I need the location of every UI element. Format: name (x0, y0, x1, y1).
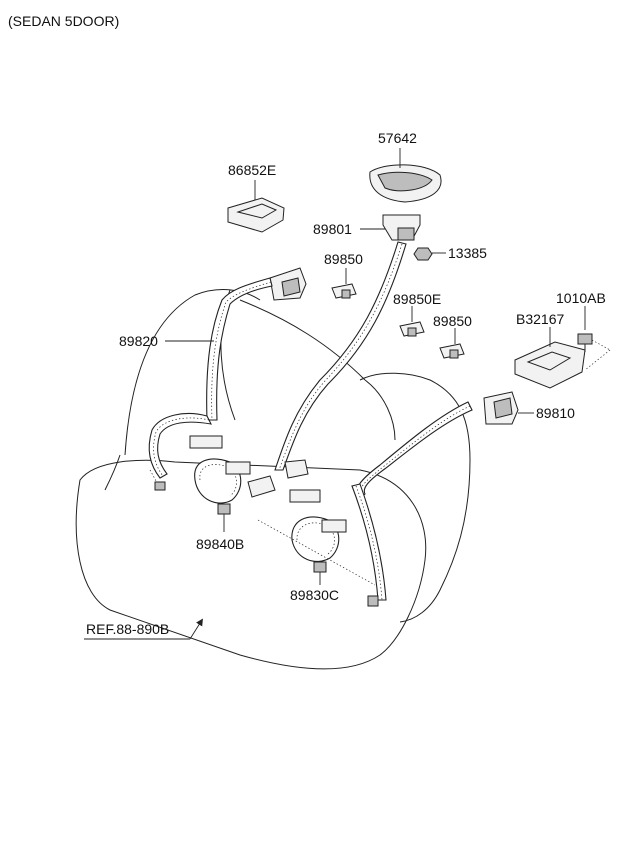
label-89830C: 89830C (290, 587, 339, 603)
label-89801: 89801 (313, 221, 352, 237)
label-89840B: 89840B (196, 536, 244, 552)
part-89830C-buckle[interactable]: 89830C (289, 489, 347, 603)
part-89801-center-belt[interactable]: 89801 (247, 214, 421, 498)
part-57642-cover[interactable]: 57642 (369, 130, 442, 203)
label-89850E: 89850E (393, 291, 441, 307)
part-89850-bolt-lower[interactable]: 89850 (433, 313, 472, 359)
part-89850-bolt-upper[interactable]: 89850 (324, 251, 363, 299)
diagram-title: (SEDAN 5DOOR) (8, 13, 119, 29)
label-B32167: B32167 (516, 311, 564, 327)
part-89840B-buckle[interactable]: 89840B (189, 435, 251, 552)
part-89810-right-belt[interactable]: 89810 (351, 391, 575, 601)
label-89850-a: 89850 (324, 251, 363, 267)
label-89820: 89820 (119, 333, 158, 349)
reference-label: REF.88-890B (86, 621, 169, 637)
label-1010AB: 1010AB (556, 290, 606, 306)
label-13385: 13385 (448, 245, 487, 261)
part-89820-left-belt[interactable]: 89820 (119, 267, 307, 479)
part-86852E-bracket[interactable]: 86852E (227, 162, 285, 233)
label-57642: 57642 (378, 130, 417, 146)
label-89810: 89810 (536, 405, 575, 421)
label-86852E: 86852E (228, 162, 276, 178)
part-13385-nut[interactable]: 13385 (413, 245, 487, 261)
part-1010AB-bolt[interactable]: 1010AB (556, 290, 611, 371)
part-B32167-bracket[interactable]: B32167 (514, 311, 586, 389)
reference-callout: REF.88-890B (84, 618, 203, 640)
part-89850E-bolt[interactable]: 89850E (393, 291, 441, 337)
assembly-leader-lines (149, 469, 379, 607)
label-89850-b: 89850 (433, 313, 472, 329)
